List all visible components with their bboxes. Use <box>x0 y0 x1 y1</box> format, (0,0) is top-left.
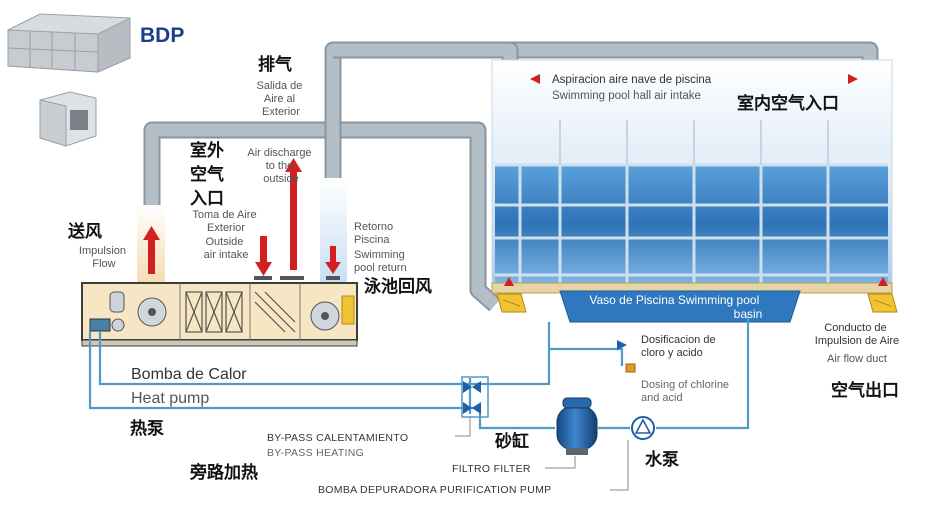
air-outlet-label-cn: 空气出口 <box>831 380 899 401</box>
filter-label: FILTRO FILTER <box>452 463 531 475</box>
air-ducts <box>143 41 879 312</box>
return-label-cn: 泳池回风 <box>364 276 432 297</box>
outdoor-air-label-en: Outside air intake <box>204 236 249 261</box>
exhaust-label-es: Salida de Aire al Exterior <box>257 80 306 118</box>
bypass-label-cn: 旁路加热 <box>189 462 258 483</box>
outdoor-air-label-cn: 室外 空气 入口 <box>190 140 230 209</box>
air-handling-unit <box>81 282 358 347</box>
bypass-label-es: BY-PASS CALENTAMIENTO <box>267 432 408 444</box>
leader-lines <box>455 416 629 491</box>
air-flow-arrows <box>143 74 888 286</box>
indoor-air-label-cn: 室内空气入口 <box>737 93 839 114</box>
sand-filter-label-cn: 砂缸 <box>495 431 529 452</box>
return-label-es: Retorno Piscina <box>354 221 396 246</box>
supply-label-cn: 送风 <box>68 221 102 242</box>
floor-vent-icon <box>496 293 527 313</box>
pool-hall <box>491 59 893 323</box>
supply-label-en: Impulsion Flow <box>79 245 129 270</box>
product-image-ahu <box>7 13 131 73</box>
hall-intake-label-es: Aspiracion aire nave de piscina <box>552 74 712 86</box>
return-label-en: Swimming pool return <box>354 249 408 274</box>
air-discharge-label: Air discharge to the outside <box>247 147 314 185</box>
duct-label-es: Conducto de Impulsion de Aire <box>815 322 899 347</box>
exhaust-label-cn: 排气 <box>258 54 292 75</box>
heat-pump-label-cn: 热泵 <box>130 418 164 439</box>
dosing-valve-icon <box>617 340 636 373</box>
water-pump-label-cn: 水泵 <box>645 449 679 470</box>
water-pump-icon <box>631 416 655 440</box>
dosing-label-es: Dosificacion de cloro y acido <box>641 334 719 359</box>
intake-grille <box>254 276 340 280</box>
duct-label-en: Air flow duct <box>827 353 887 365</box>
heat-pump-label-en: Heat pump <box>131 390 209 407</box>
dosing-label-en: Dosing of chlorine and acid <box>641 379 732 404</box>
bypass-valve-icon <box>461 376 489 418</box>
bypass-label-en: BY-PASS HEATING <box>267 447 364 459</box>
heat-pump-label-es: Bomba de Calor <box>131 366 247 383</box>
brand-logo: BDP <box>140 24 184 47</box>
outdoor-air-label-es: Toma de Aire Exterior <box>192 209 259 234</box>
product-image-compact-unit <box>39 91 97 147</box>
pump-label: BOMBA DEPURADORA PURIFICATION PUMP <box>318 484 551 496</box>
floor-vent-icon <box>867 293 898 313</box>
sand-filter-icon <box>556 397 598 455</box>
pool-basin-label: Vaso de Piscina Swimming pool basin <box>589 293 762 321</box>
hall-intake-label-en: Swimming pool hall air intake <box>552 90 701 102</box>
